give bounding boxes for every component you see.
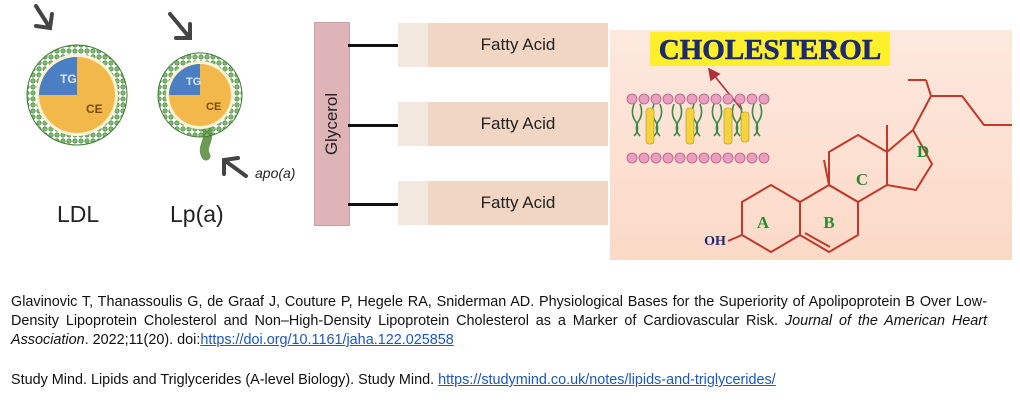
lipoprotein-diagram: TG CE TG CE apo(a) LDL Lp(a)	[0, 0, 300, 262]
references: Glavinovic T, Thanassoulis G, de Graaf J…	[11, 293, 987, 390]
reference-2-text: Study Mind. Lipids and Triglycerides (A-…	[11, 372, 435, 388]
ring-c-label: C	[856, 170, 868, 189]
reference-1: Glavinovic T, Thanassoulis G, de Graaf J…	[11, 293, 987, 350]
ldl-arrow-icon	[34, 4, 54, 31]
fatty-acid-bond	[348, 203, 398, 206]
lipoprotein-drawing: TG CE TG CE	[26, 4, 248, 178]
apo-arrow-icon	[222, 156, 248, 178]
reference-2-link[interactable]: https://studymind.co.uk/notes/lipids-and…	[438, 372, 776, 388]
ring-b-label: B	[823, 213, 834, 232]
glycerol-label: Glycerol	[322, 92, 341, 156]
fatty-acid-box: Fatty Acid	[398, 102, 608, 146]
fatty-acid-label: Fatty Acid	[480, 35, 556, 54]
apo-a-label: apo(a)	[255, 165, 296, 181]
ldl-tg-label: TG	[60, 72, 77, 86]
cholesterol-drawing: CHOLESTEROL	[626, 32, 1012, 253]
ldl-label: LDL	[57, 201, 100, 227]
fatty-acid-bond	[348, 124, 398, 127]
reference-1-text: Glavinovic T, Thanassoulis G, de Graaf J…	[11, 294, 987, 329]
lpa-label: Lp(a)	[170, 201, 224, 227]
ring-a-label: A	[757, 213, 770, 232]
fatty-acid-box: Fatty Acid	[398, 181, 608, 225]
cholesterol-diagram: CHOLESTEROL	[610, 30, 1012, 260]
bilayer-icon	[626, 93, 770, 164]
ldl-ce-label: CE	[86, 102, 103, 116]
cholesterol-title: CHOLESTEROL	[659, 34, 881, 66]
cholesterol-title-highlight	[650, 32, 890, 66]
reference-1-rest: . 2022;11(20). doi:	[84, 332, 201, 348]
lpa-tg-label: TG	[186, 76, 201, 88]
glycerol-bar: Glycerol	[314, 22, 350, 226]
steroid-skeleton	[727, 79, 1012, 253]
fatty-acid-label: Fatty Acid	[480, 193, 556, 212]
oh-label: OH	[704, 234, 726, 249]
fatty-acid-box: Fatty Acid	[398, 23, 608, 67]
fatty-acid-bond	[348, 44, 398, 47]
lpa-ce-label: CE	[206, 101, 221, 113]
membrane-arrow-icon	[707, 67, 743, 111]
fatty-acid-label: Fatty Acid	[480, 114, 556, 133]
reference-1-link[interactable]: https://doi.org/10.1161/jaha.122.025858	[200, 332, 454, 348]
cholesterol-background	[610, 30, 1012, 260]
triglyceride-diagram: Glycerol Fatty Acid Fatty Acid Fatty Aci…	[310, 0, 610, 262]
ldl-particle: TG CE	[26, 44, 128, 146]
reference-1-journal: Journal of the American Heart Associatio…	[11, 313, 988, 348]
lpa-particle: TG CE	[157, 52, 243, 161]
lpa-arrow-icon	[168, 12, 192, 40]
reference-2: Study Mind. Lipids and Triglycerides (A-…	[11, 371, 987, 390]
ring-d-label: D	[917, 142, 929, 161]
